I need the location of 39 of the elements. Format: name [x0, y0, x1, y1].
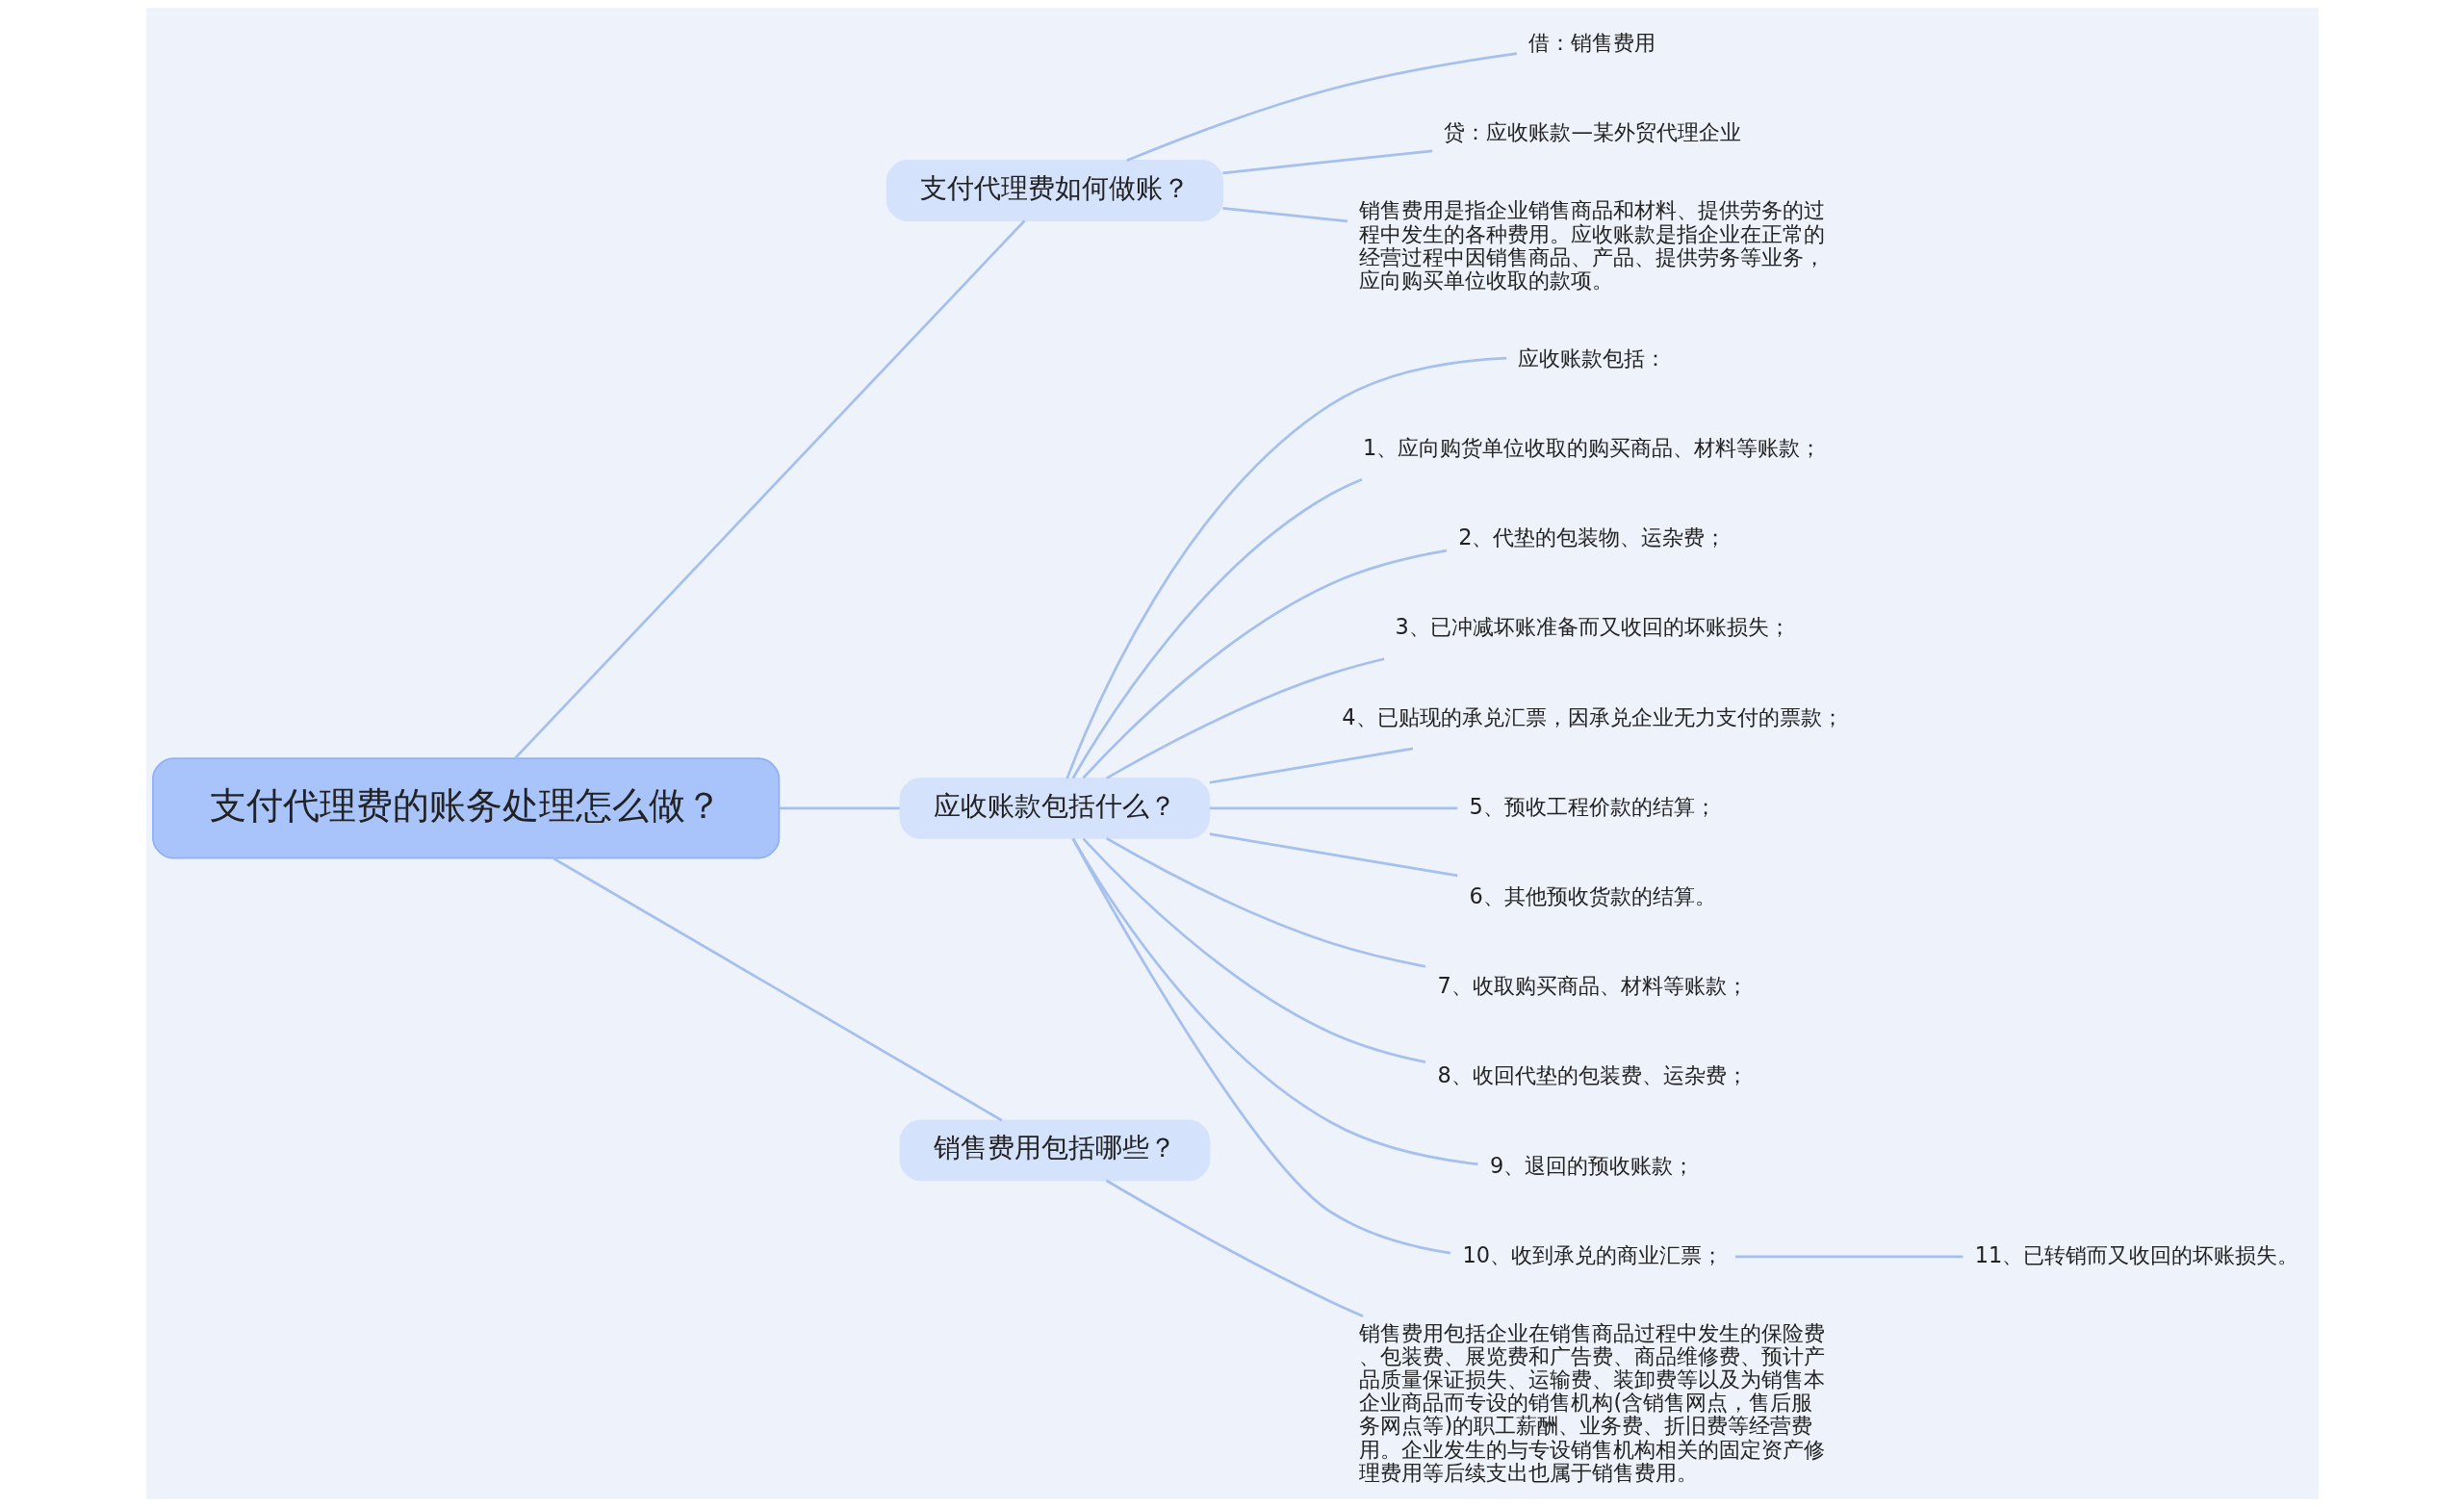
- connector: [1209, 806, 1457, 810]
- node-box: 支付代理费如何做账？: [886, 160, 1223, 221]
- node-text: 销售费用包括企业在销售商品过程中发生的保险费、包装费、展览费和广告费、商品维修费、预计产品质量保证损失、运输费、装卸费等以及为销售本企业商品而专设的销售机构(含销售网点，售后服务网点等)的职工薪酬、业务费、折旧费等经营费用。企业发生的与专设销售机构相关的固定资产修理费用等后续支出也属于销售费用。: [1359, 1319, 1825, 1485]
- node-text: 10、收到承兑的商业汇票；: [1461, 1241, 1723, 1267]
- connector: [1082, 837, 1425, 1063]
- node-text: 销售费用是指企业销售商品和材料、提供劳务的过程中发生的各种费用。应收账款是指企业在正常的经营过程中因销售商品、产品、提供劳务等业务，应向购买单位收取的款项。: [1359, 197, 1825, 293]
- node-box: 应收账款包括什么？: [899, 778, 1210, 839]
- connector: [513, 219, 1025, 759]
- connector: [1221, 206, 1348, 223]
- node-text: 7、收取购买商品、材料等账款；: [1437, 973, 1748, 999]
- connector: [1105, 657, 1384, 779]
- node-text: 1、应向购货单位收取的购买商品、材料等账款；: [1362, 435, 1821, 461]
- node-box: 销售费用包括哪些？: [899, 1119, 1210, 1182]
- connector: [1221, 149, 1432, 175]
- connector: [1065, 356, 1506, 779]
- node-text: 贷：应收账款—某外贸代理企业: [1444, 119, 1741, 145]
- connector: [1734, 1255, 1963, 1259]
- connector: [552, 856, 1003, 1122]
- connector: [779, 806, 900, 810]
- node-text: 9、退回的预收账款；: [1489, 1152, 1694, 1178]
- connector: [1125, 52, 1517, 163]
- connector: [1209, 747, 1413, 784]
- node-text: 5、预收工程价款的结算；: [1468, 793, 1716, 819]
- connector: [1209, 832, 1457, 878]
- connector: [1071, 837, 1478, 1166]
- node-text: 借：销售费用: [1528, 30, 1656, 56]
- connector: [1082, 549, 1447, 779]
- connector: [1105, 837, 1425, 968]
- node-text: 3、已冲减坏账准备而又收回的坏账损失；: [1395, 614, 1790, 640]
- connector: [1071, 478, 1362, 779]
- node-text: 8、收回代垫的包装费、运杂费；: [1437, 1062, 1748, 1088]
- connector: [1105, 1179, 1364, 1318]
- node-text: 4、已贴现的承兑汇票，因承兑企业无力支付的票款；: [1341, 703, 1843, 729]
- node-text: 应收账款包括：: [1517, 345, 1666, 370]
- node-text: 11、已转销而又收回的坏账损失。: [1974, 1241, 2298, 1267]
- node-text: 2、代垫的包装物、运杂费；: [1457, 524, 1726, 550]
- node-text: 6、其他预收货款的结算。: [1468, 882, 1716, 908]
- node-box: 支付代理费的账务处理怎么做？: [151, 757, 780, 859]
- connector: [1071, 837, 1450, 1255]
